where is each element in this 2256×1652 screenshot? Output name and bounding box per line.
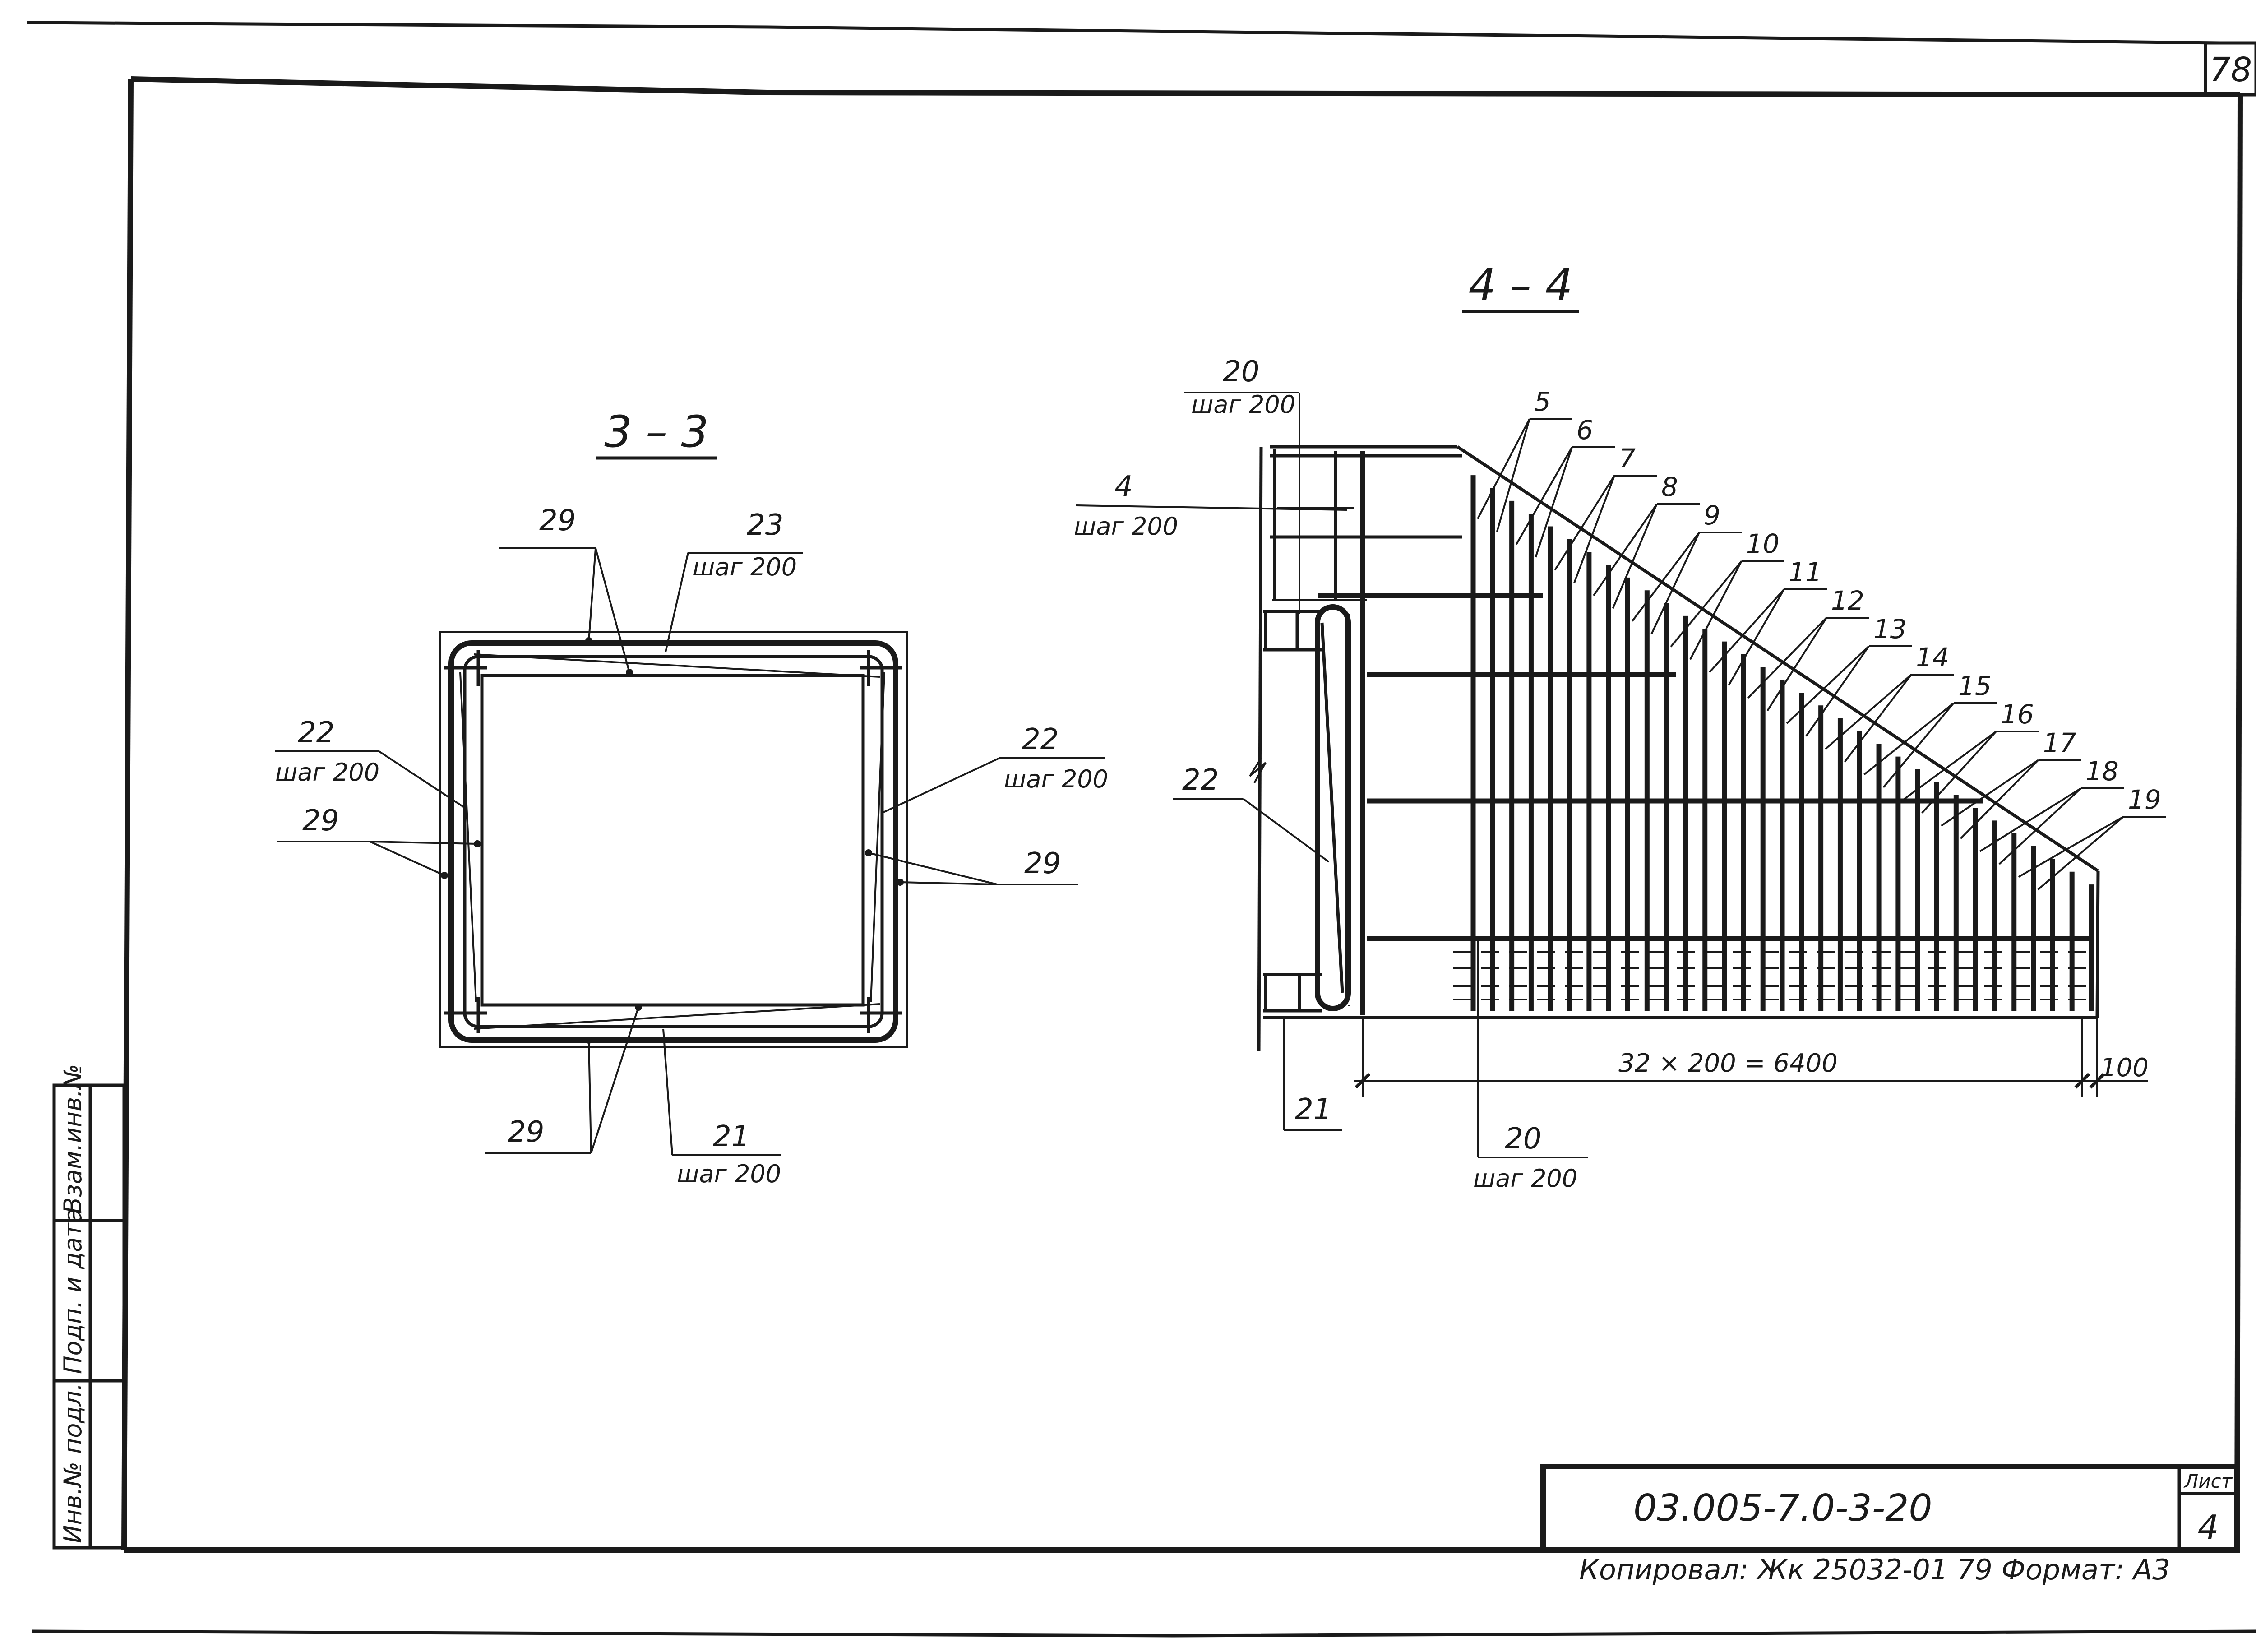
sheet-frame (27, 21, 2256, 1638)
bar-mark-leader (1941, 759, 2039, 827)
bar-mark-leader (1496, 418, 1530, 532)
bar-mark-leader (1631, 532, 1700, 622)
label-22-right-step: шаг 200 (1004, 765, 1108, 793)
bar-mark-leader (1709, 588, 1785, 673)
bar-mark-leader (1728, 589, 1785, 686)
stamp-replaces-inv: Взам.инв.№ (59, 1064, 87, 1214)
label-22: 22 (1182, 764, 1219, 797)
label-29-left: 29 (302, 804, 339, 838)
label-21: 21 (713, 1120, 749, 1153)
bar-mark-leader (1902, 731, 1997, 801)
label-4: 4 (1114, 470, 1133, 504)
label-23: 23 (747, 509, 783, 542)
bar-mark-leader (1766, 617, 1827, 711)
label-21-step: шаг 200 (677, 1160, 781, 1188)
section-4-4: 4 – 4 (1074, 260, 2166, 1193)
label-20-bottom-step: шаг 200 (1473, 1164, 1577, 1193)
section-3-3-title: 3 – 3 (604, 407, 708, 457)
label-20-top-step: шаг 200 (1191, 390, 1295, 419)
bar-mark-leader (1612, 504, 1658, 609)
bar-mark-leader (1921, 731, 1997, 814)
bar-mark-leader (1960, 759, 2039, 839)
bar-mark-18: 18 (2085, 756, 2119, 787)
stamp-inv-original: Инв.№ подл. (59, 1383, 87, 1543)
label-4-step: шаг 200 (1074, 512, 1178, 541)
bar-mark-10: 10 (1746, 528, 1780, 559)
bar-mark-leader (1747, 617, 1827, 699)
label-23-step: шаг 200 (693, 553, 797, 581)
footer-note: Копировал: Жк 25032-01 79 Формат: А3 (1579, 1553, 2170, 1586)
bar-mark-leader (1786, 645, 1870, 724)
label-22-left: 22 (298, 716, 334, 750)
bar-mark-leader (1477, 418, 1530, 519)
dimension-line: 32 × 200 = 6400 100 (1354, 1018, 2149, 1097)
label-29-top: 29 (539, 504, 576, 537)
document-code: 03.005-7.0-3-20 (1633, 1487, 1932, 1530)
bar-mark-14: 14 (1916, 642, 1949, 673)
bar-mark-12: 12 (1831, 585, 1864, 616)
label-22-right: 22 (1022, 723, 1059, 756)
bar-mark-8: 8 (1661, 472, 1678, 502)
bar-mark-5: 5 (1534, 386, 1551, 417)
side-stamp: Взам.инв.№ Подп. и дата Инв.№ подл. (52, 1064, 126, 1550)
label-20-bottom: 20 (1505, 1122, 1541, 1156)
bar-mark-leader (1998, 787, 2082, 865)
label-20-top: 20 (1223, 355, 1259, 389)
bar-mark-13: 13 (1873, 614, 1907, 644)
page-number-box: 78 (2204, 41, 2256, 97)
bar-mark-19: 19 (2128, 784, 2161, 815)
section-4-4-title: 4 – 4 (1468, 260, 1572, 310)
bar-mark-leader (1593, 503, 1658, 596)
vertical-bars (1470, 475, 2094, 1011)
bar-mark-9: 9 (1704, 500, 1720, 531)
bar-mark-7: 7 (1619, 443, 1636, 474)
bar-mark-leader (1650, 532, 1700, 634)
bar-mark-leader (1844, 674, 1912, 763)
bar-mark-leader (1689, 560, 1743, 660)
bar-mark-leader (1554, 475, 1615, 571)
bar-mark-leader (1573, 475, 1615, 583)
label-29-bottom: 29 (508, 1115, 544, 1149)
bar-mark-6: 6 (1576, 415, 1593, 445)
dimension-end: 100 (2100, 1053, 2149, 1083)
bar-mark-leader (1825, 674, 1912, 750)
bar-mark-15: 15 (1958, 671, 1992, 701)
bar-mark-leader (1535, 447, 1573, 558)
label-29-right: 29 (1024, 847, 1061, 880)
bar-mark-leader (2037, 816, 2124, 891)
page-number: 78 (2210, 51, 2252, 89)
label-22-left-step: шаг 200 (275, 758, 379, 787)
bar-mark-leader (1670, 560, 1743, 648)
title-block: 03.005-7.0-3-20 Лист 4 Копировал: Жк 250… (1540, 1464, 2240, 1586)
bar-mark-leader (2018, 816, 2124, 878)
dimension-main: 32 × 200 = 6400 (1618, 1049, 1838, 1078)
stamp-sign-date: Подп. и дата (59, 1208, 87, 1374)
bar-mark-16: 16 (2001, 699, 2034, 730)
bar-mark-leader (1979, 787, 2082, 852)
bar-mark-17: 17 (2043, 727, 2076, 758)
section-3-3: 3 – 3 29 (275, 407, 1108, 1188)
bar-mark-leader (1515, 447, 1573, 545)
bar-mark-leader (1882, 702, 1955, 788)
bar-mark-leader (1805, 645, 1870, 737)
sheet-number: 4 (2197, 1508, 2219, 1547)
sheet-label: Лист (2183, 1470, 2233, 1492)
label-21-sec4: 21 (1295, 1093, 1331, 1126)
bar-mark-leader (1863, 702, 1955, 776)
bar-mark-11: 11 (1789, 557, 1822, 588)
